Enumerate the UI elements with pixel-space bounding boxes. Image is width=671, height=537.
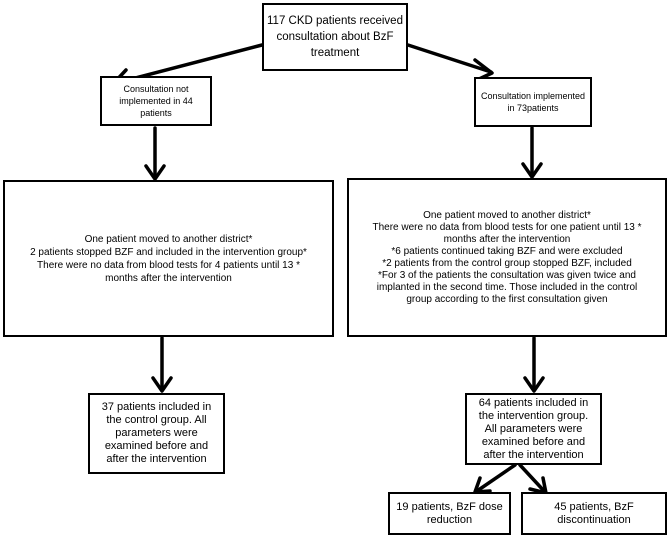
left-notes-box: One patient moved to another district* 2… (3, 180, 334, 337)
left-notes-line: One patient moved to another district* (84, 233, 253, 245)
right-notes-line: *2 patients from the control group stopp… (382, 257, 632, 269)
right-header-box: Consultation implemented in 73patients (474, 77, 592, 127)
dose-reduction-line: 19 patients, BzF dose (396, 500, 503, 513)
left-result-line: after the intervention (106, 453, 207, 465)
right-notes-line: months after the intervention (443, 233, 571, 245)
right-header-line: Consultation implemented (480, 91, 586, 101)
left-header-line: Consultation not (123, 84, 189, 94)
arrow-result-to-reduction (475, 463, 517, 493)
left-notes-line: There were no data from blood tests for … (37, 259, 300, 271)
right-header-line: in 73patients (507, 103, 559, 113)
root-line: consultation about BzF (276, 31, 394, 43)
root-box: 117 CKD patients received consultation a… (262, 3, 408, 71)
arrow-result-to-discontinuation (518, 463, 547, 494)
left-result-line: parameters were (115, 427, 198, 439)
right-result-line: after the intervention (483, 448, 584, 461)
left-header-line: implemented in 44 (119, 96, 193, 106)
left-notes-line: months after the intervention (105, 272, 232, 284)
right-notes-line: One patient moved to another district* (423, 209, 591, 221)
left-header-box: Consultation not implemented in 44 patie… (100, 76, 212, 126)
discontinuation-box: 45 patients, BzF discontinuation (521, 492, 667, 535)
arrowhead-right-header-to-notes (521, 162, 543, 179)
right-notes-line: implanted in the second time. Those incl… (376, 281, 638, 293)
arrowhead-right-notes-to-result (523, 376, 545, 393)
right-result-line: the intervention group. (478, 409, 589, 422)
discontinuation-line: 45 patients, BzF (554, 500, 634, 513)
right-result-box: 64 patients included in the intervention… (465, 393, 602, 465)
left-result-line: examined before and (104, 440, 209, 452)
right-notes-line: *For 3 of the patients the consultation … (378, 269, 636, 281)
dose-reduction-box: 19 patients, BzF dose reduction (388, 492, 511, 535)
dose-reduction-line: reduction (426, 513, 473, 526)
right-notes-box: One patient moved to another district* T… (347, 178, 667, 337)
left-header-line: patients (140, 108, 172, 118)
discontinuation-line: discontinuation (557, 513, 631, 526)
right-notes-line: *6 patients continued taking BZF and wer… (391, 245, 623, 257)
arrow-root-to-right (406, 43, 493, 74)
left-result-line: the control group. All (106, 414, 207, 426)
right-notes-line: group according to the first consultatio… (406, 293, 608, 305)
right-result-line: examined before and (481, 435, 586, 448)
root-line: treatment (310, 47, 360, 59)
left-result-box: 37 patients included in the control grou… (88, 393, 225, 474)
arrowhead-left-notes-to-result (151, 376, 173, 393)
right-notes-line: There were no data from blood tests for … (372, 221, 642, 233)
left-notes-line: 2 patients stopped BZF and included in t… (30, 246, 307, 258)
root-line: 117 CKD patients received (267, 15, 403, 27)
right-result-line: 64 patients included in (478, 396, 589, 409)
arrowhead-left-header-to-notes (144, 164, 166, 181)
right-result-line: All parameters were (484, 422, 583, 435)
left-result-line: 37 patients included in (101, 401, 212, 413)
